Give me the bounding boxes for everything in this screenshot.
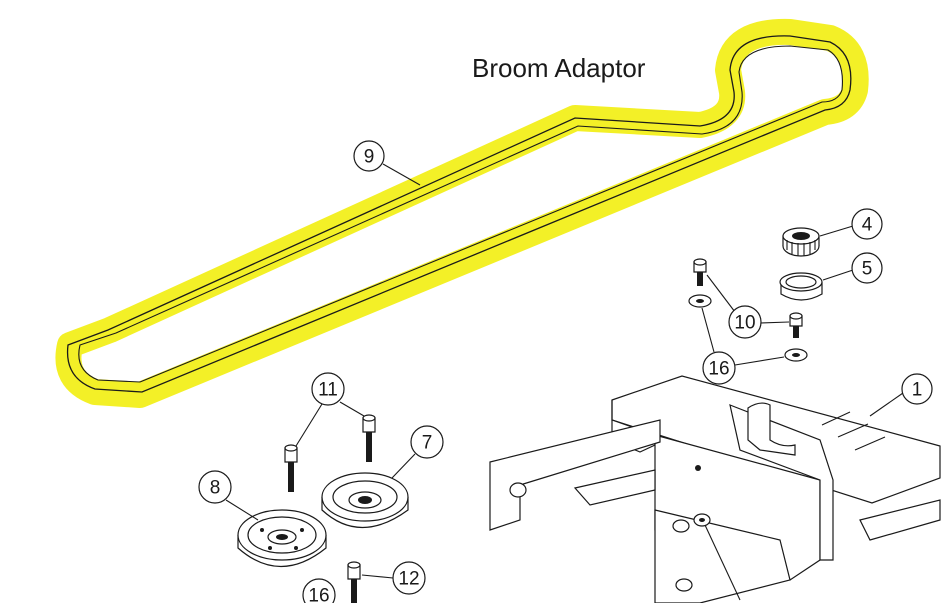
callout-label-7: 7 (422, 433, 433, 454)
callout-label-5: 5 (862, 259, 873, 280)
belt-highlight (55, 18, 869, 408)
callout-circle-1 (901, 373, 933, 405)
leader-10-a (706, 274, 736, 313)
leader-16-a (701, 307, 715, 353)
callout-16-upper: 16 (701, 307, 785, 385)
callout-label-4: 4 (862, 215, 873, 236)
callout-5: 5 (822, 252, 883, 284)
bolt-part-11-left (284, 444, 298, 492)
callout-circle-4 (851, 208, 883, 240)
callout-12: 12 (361, 561, 426, 595)
callout-11: 11 (295, 372, 365, 447)
diagram-title: Broom Adaptor (472, 53, 646, 83)
callout-label-12: 12 (398, 569, 419, 590)
bolt-part-12 (347, 561, 361, 603)
leader-11-a (295, 403, 323, 447)
callout-4: 4 (819, 208, 883, 240)
leader-16-b (734, 356, 785, 366)
bolt-part-10-upper (693, 258, 707, 286)
nut-part-4 (782, 227, 820, 257)
callout-label-9: 9 (364, 147, 375, 168)
belt-outer-edge (66, 35, 852, 393)
pulley-part-8 (237, 509, 327, 567)
bolt-part-11-right (362, 414, 376, 462)
callout-1: 1 (869, 373, 933, 417)
belt-inner-edge (78, 45, 843, 383)
callout-9: 9 (353, 140, 421, 186)
callout-label-16-lower: 16 (308, 586, 329, 604)
callout-label-11: 11 (318, 380, 338, 401)
callout-7: 7 (391, 425, 444, 479)
leader-12 (361, 574, 394, 579)
washer-part-16-lower (784, 348, 808, 362)
callout-10: 10 (706, 274, 790, 339)
callout-label-16-upper: 16 (708, 359, 729, 380)
callout-circle-8 (198, 470, 232, 504)
bolt-part-10-lower (789, 312, 803, 338)
callout-circle-9 (353, 140, 385, 172)
callout-label-8: 8 (210, 478, 221, 499)
leader-8 (225, 499, 259, 521)
callout-label-1: 1 (912, 380, 923, 401)
callout-circle-16-lower (302, 578, 336, 608)
leader-lower-boss (704, 524, 741, 601)
bushing-part-5 (779, 272, 823, 301)
callout-circle-10 (728, 305, 762, 339)
callout-circle-7 (410, 425, 444, 459)
callout-circle-5 (851, 252, 883, 284)
leader-7 (391, 453, 416, 479)
leader-10-b (759, 321, 790, 324)
callout-circle-12 (392, 561, 426, 595)
leader-9 (382, 163, 421, 186)
pulley-part-7 (321, 472, 409, 528)
leader-4 (819, 225, 854, 237)
callout-8: 8 (198, 470, 259, 521)
callout-circle-16-upper (702, 351, 736, 385)
callout-circle-11 (311, 372, 345, 406)
leader-1 (869, 392, 904, 417)
callout-16-lower: 16 (302, 578, 336, 608)
leader-11-b (339, 401, 365, 417)
callout-label-10: 10 (734, 313, 755, 334)
frame-part-1 (489, 375, 941, 604)
washer-part-16-upper (688, 294, 712, 308)
belt-part-9 (55, 18, 869, 408)
leader-5 (822, 269, 854, 281)
